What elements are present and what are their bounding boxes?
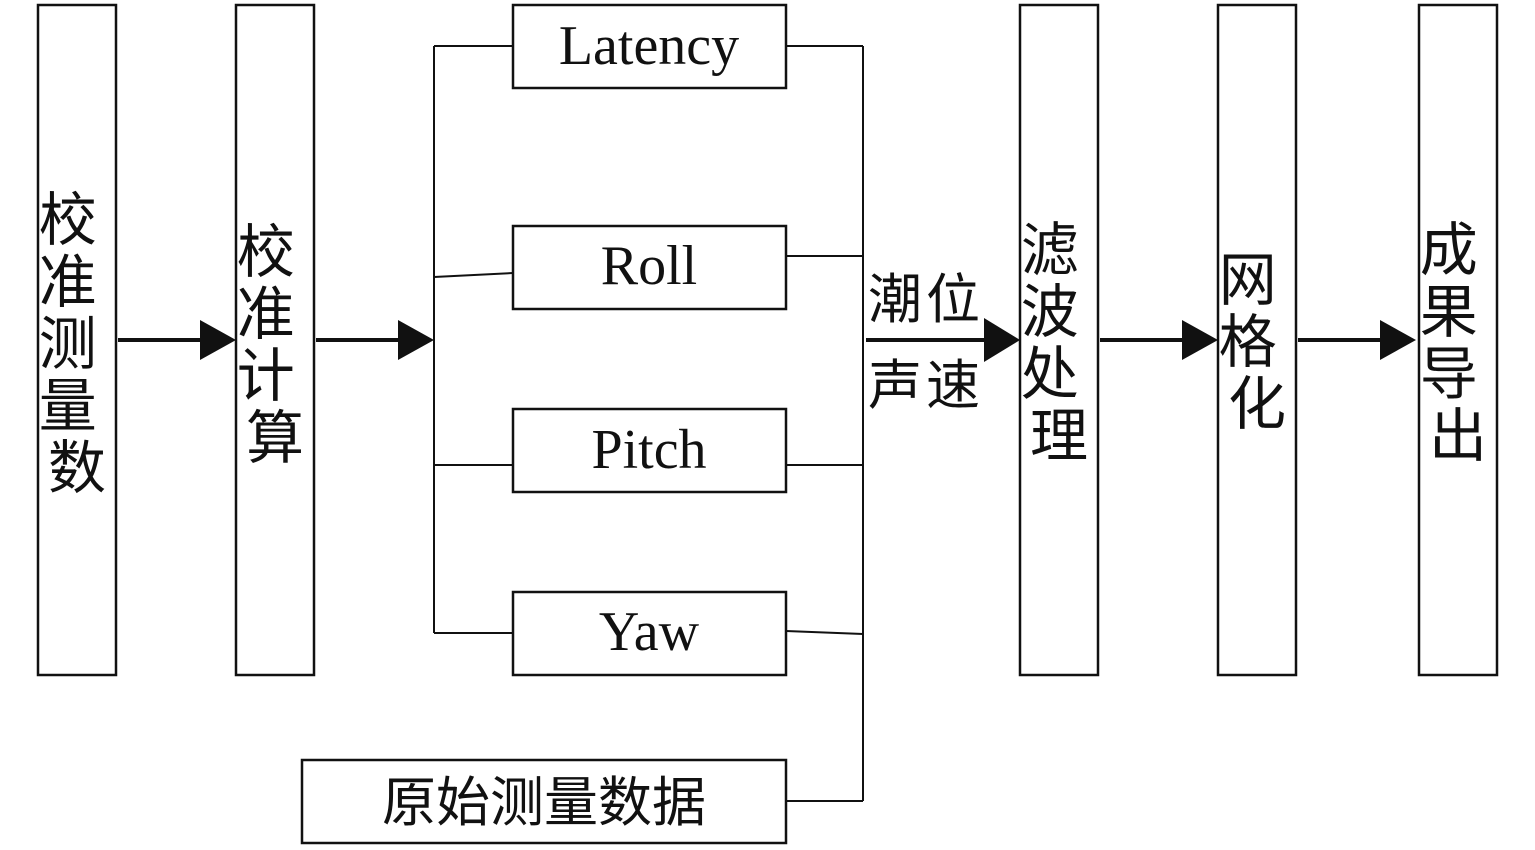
raw-data: 原始测量数据 — [300, 758, 788, 845]
param-box — [511, 224, 788, 311]
stage-label: 网 格 化 — [1219, 246, 1295, 438]
param-label: Latency — [559, 15, 739, 77]
stage-label: 成 果 导 出 — [1420, 216, 1496, 470]
arrow-head-icon — [1380, 320, 1416, 360]
param-box — [511, 407, 788, 494]
stage-box — [36, 3, 118, 677]
param-yaw: Yaw — [511, 590, 788, 677]
arrow-1 — [118, 320, 236, 360]
stage-calibration-calc: 校 准 计 算 — [234, 3, 316, 677]
stage-filtering: 滤 波 处 理 — [1018, 3, 1100, 677]
arrow-4 — [1100, 320, 1218, 360]
arrow-5 — [1298, 320, 1416, 360]
arrow-2 — [316, 320, 434, 360]
left-bus — [433, 45, 514, 634]
stage-box — [234, 3, 316, 677]
stage-box — [1018, 3, 1100, 677]
arrow-head-icon — [984, 318, 1020, 362]
stage-label: 校 准 计 算 — [237, 218, 313, 472]
stage-export: 成 果 导 出 — [1417, 3, 1499, 677]
param-pitch: Pitch — [511, 407, 788, 494]
right-bus — [785, 45, 864, 802]
stage-box — [1417, 3, 1499, 677]
param-label: Roll — [601, 235, 697, 297]
raw-data-label: 原始测量数据 — [382, 771, 706, 834]
sound-velocity-label: 声速 — [868, 354, 984, 417]
raw-data-box — [300, 758, 788, 845]
param-label: Yaw — [599, 601, 700, 663]
stage-label: 校 准 测 量 数 — [39, 186, 115, 502]
arrow-3: 潮位 声速 — [866, 268, 1020, 417]
param-roll: Roll — [511, 224, 788, 311]
param-label: Pitch — [591, 419, 706, 481]
param-latency: Latency — [511, 3, 788, 90]
stage-label: 滤 波 处 理 — [1021, 216, 1097, 470]
stage-calibration-data: 校 准 测 量 数 — [36, 3, 118, 677]
stage-gridding: 网 格 化 — [1216, 3, 1298, 677]
param-box — [511, 590, 788, 677]
tide-label: 潮位 — [868, 268, 984, 331]
arrow-head-icon — [200, 320, 236, 360]
arrow-head-icon — [398, 320, 434, 360]
stage-box — [1216, 3, 1298, 677]
arrow-head-icon — [1182, 320, 1218, 360]
